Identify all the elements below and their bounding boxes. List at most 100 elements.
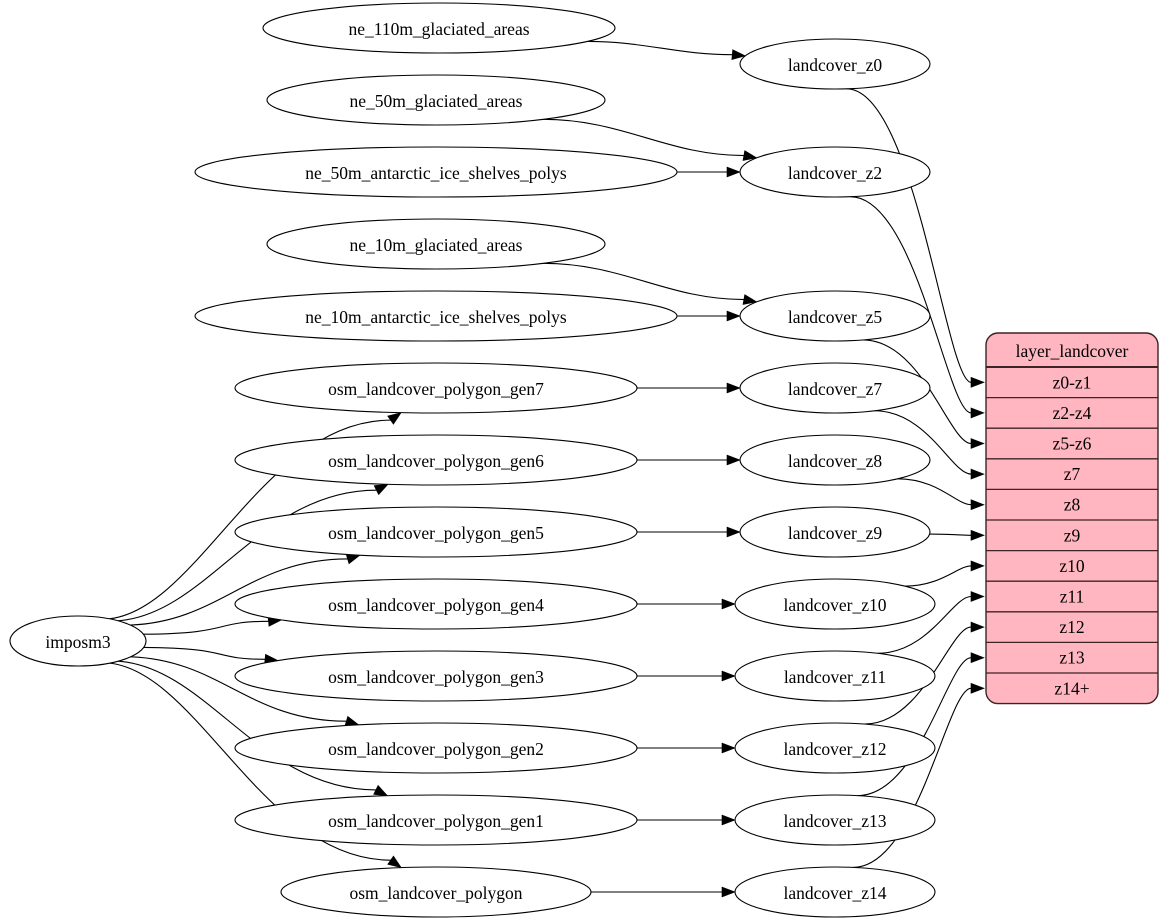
node-ellipse bbox=[234, 650, 638, 702]
node-osm_landcover_polygon_gen6[interactable]: osm_landcover_polygon_gen6 bbox=[234, 434, 638, 486]
node-label: landcover_z8 bbox=[788, 451, 883, 471]
edge-arrowhead bbox=[970, 529, 985, 541]
node-ne_10m_antarctic_ice_shelves_polys[interactable]: ne_10m_antarctic_ice_shelves_polys bbox=[194, 290, 678, 342]
node-ellipse bbox=[739, 146, 931, 198]
node-osm_landcover_polygon_gen7[interactable]: osm_landcover_polygon_gen7 bbox=[234, 362, 638, 414]
node-landcover_z5[interactable]: landcover_z5 bbox=[739, 290, 931, 342]
node-landcover_z0[interactable]: landcover_z0 bbox=[739, 38, 931, 90]
node-label: osm_landcover_polygon_gen5 bbox=[328, 523, 544, 543]
node-osm_landcover_polygon_gen2[interactable]: osm_landcover_polygon_gen2 bbox=[234, 722, 638, 774]
node-ellipse bbox=[266, 218, 606, 270]
node-landcover_z12[interactable]: landcover_z12 bbox=[734, 722, 936, 774]
edge-arrowhead bbox=[726, 310, 741, 322]
node-landcover_z14[interactable]: landcover_z14 bbox=[734, 866, 936, 918]
edge-arrowhead bbox=[721, 598, 736, 610]
edge-arrowhead bbox=[970, 682, 985, 694]
edge-arrowhead bbox=[721, 742, 736, 754]
table-row-z13[interactable]: z13 bbox=[1059, 648, 1085, 668]
table-row-z2-z4[interactable]: z2-z4 bbox=[1053, 403, 1092, 423]
node-label: landcover_z9 bbox=[788, 523, 883, 543]
node-osm_landcover_polygon[interactable]: osm_landcover_polygon bbox=[280, 866, 592, 918]
edge-fanout bbox=[109, 419, 391, 620]
node-label: ne_10m_antarctic_ice_shelves_polys bbox=[305, 307, 567, 327]
node-ellipse bbox=[734, 578, 936, 630]
node-ne_50m_antarctic_ice_shelves_polys[interactable]: ne_50m_antarctic_ice_shelves_polys bbox=[194, 146, 678, 198]
node-label: landcover_z12 bbox=[783, 739, 886, 759]
node-landcover_z10[interactable]: landcover_z10 bbox=[734, 578, 936, 630]
node-label: osm_landcover_polygon_gen7 bbox=[328, 379, 544, 399]
edge-arrowhead bbox=[970, 438, 985, 449]
node-ellipse bbox=[234, 362, 638, 414]
edge-arrowhead bbox=[742, 294, 758, 305]
node-ellipse bbox=[739, 506, 931, 558]
node-ellipse bbox=[280, 866, 592, 918]
table-row-z11[interactable]: z11 bbox=[1060, 587, 1085, 607]
edge-arrowhead bbox=[970, 621, 985, 633]
table-row-z10[interactable]: z10 bbox=[1059, 556, 1085, 576]
node-label: ne_50m_glaciated_areas bbox=[350, 91, 523, 111]
node-landcover_z9[interactable]: landcover_z9 bbox=[739, 506, 931, 558]
edge-fanout bbox=[130, 656, 347, 722]
node-ellipse bbox=[234, 578, 638, 630]
node-ellipse bbox=[262, 2, 616, 54]
table-row-z8[interactable]: z8 bbox=[1064, 495, 1081, 515]
node-ellipse bbox=[739, 38, 931, 90]
table-row-z12[interactable]: z12 bbox=[1059, 617, 1084, 637]
node-ellipse bbox=[234, 506, 638, 558]
node-label: landcover_z14 bbox=[783, 883, 886, 903]
table-row-z7[interactable]: z7 bbox=[1064, 464, 1081, 484]
node-label: landcover_z0 bbox=[788, 55, 883, 75]
node-osm_landcover_polygon_gen5[interactable]: osm_landcover_polygon_gen5 bbox=[234, 506, 638, 558]
node-ellipse bbox=[734, 866, 936, 918]
node-ellipse bbox=[739, 362, 931, 414]
edge-to-table bbox=[852, 687, 972, 868]
edge-arrowhead bbox=[721, 886, 736, 898]
edge-to-table bbox=[846, 88, 972, 383]
node-label: landcover_z5 bbox=[788, 307, 883, 327]
node-imposm3[interactable]: imposm3 bbox=[9, 615, 147, 667]
node-label: osm_landcover_polygon_gen4 bbox=[328, 595, 544, 615]
node-osm_landcover_polygon_gen3[interactable]: osm_landcover_polygon_gen3 bbox=[234, 650, 638, 702]
node-label: ne_50m_antarctic_ice_shelves_polys bbox=[305, 163, 567, 183]
node-ellipse bbox=[734, 650, 936, 702]
node-landcover_z8[interactable]: landcover_z8 bbox=[739, 434, 931, 486]
node-label: landcover_z10 bbox=[783, 595, 886, 615]
node-layer: imposm3 ne_110m_glaciated_areas ne_50m_gla… bbox=[9, 2, 936, 918]
edge-arrowhead bbox=[726, 382, 741, 394]
edge-arrowhead bbox=[721, 814, 736, 826]
node-label: osm_landcover_polygon_gen2 bbox=[328, 739, 544, 759]
table-header: layer_landcover bbox=[1016, 341, 1129, 361]
node-ne_110m_glaciated_areas[interactable]: ne_110m_glaciated_areas bbox=[262, 2, 616, 54]
node-osm_landcover_polygon_gen1[interactable]: osm_landcover_polygon_gen1 bbox=[234, 794, 638, 846]
table-row-z0-z1[interactable]: z0-z1 bbox=[1053, 372, 1092, 392]
edge-layer bbox=[109, 40, 985, 898]
edge-arrowhead bbox=[970, 376, 985, 388]
node-ellipse bbox=[234, 722, 638, 774]
edge-arrowhead bbox=[731, 49, 747, 61]
node-landcover_z11[interactable]: landcover_z11 bbox=[734, 650, 936, 702]
edge-arrowhead bbox=[387, 855, 402, 869]
node-label: landcover_z2 bbox=[788, 163, 882, 183]
edge-direct bbox=[587, 40, 733, 56]
edge-to-table bbox=[929, 533, 972, 536]
edge-to-table bbox=[904, 565, 972, 587]
node-ellipse bbox=[194, 290, 678, 342]
node-label: landcover_z13 bbox=[783, 811, 886, 831]
table-layer: layer_landcover z0-z1 z2-z4 z5-z6 z7 z8 z9 z10 z… bbox=[985, 332, 1159, 705]
node-ne_10m_glaciated_areas[interactable]: ne_10m_glaciated_areas bbox=[266, 218, 606, 270]
node-landcover_z7[interactable]: landcover_z7 bbox=[739, 362, 931, 414]
edge-arrowhead bbox=[726, 454, 741, 466]
node-osm_landcover_polygon_gen4[interactable]: osm_landcover_polygon_gen4 bbox=[234, 578, 638, 630]
node-ellipse bbox=[234, 794, 638, 846]
table-row-z5-z6[interactable]: z5-z6 bbox=[1053, 434, 1092, 454]
edge-direct bbox=[543, 262, 744, 301]
table-row-z9[interactable]: z9 bbox=[1064, 525, 1081, 545]
table-row-z14+[interactable]: z14+ bbox=[1054, 678, 1089, 698]
edge-arrowhead bbox=[742, 150, 758, 161]
node-ellipse bbox=[194, 146, 678, 198]
node-ne_50m_glaciated_areas[interactable]: ne_50m_glaciated_areas bbox=[266, 74, 606, 126]
node-ellipse bbox=[734, 794, 936, 846]
node-landcover_z2[interactable]: landcover_z2 bbox=[739, 146, 931, 198]
node-landcover_z13[interactable]: landcover_z13 bbox=[734, 794, 936, 846]
